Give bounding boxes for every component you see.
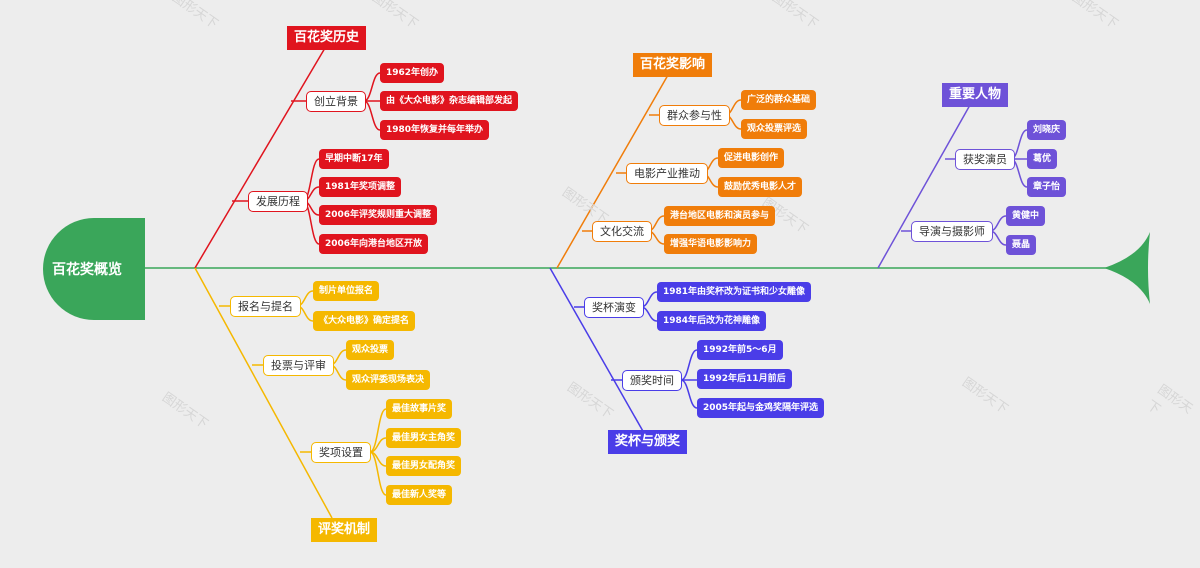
group-voting-review[interactable]: 投票与评审: [263, 355, 334, 376]
group-award-categories[interactable]: 奖项设置: [311, 442, 371, 463]
leaf-item[interactable]: 港台地区电影和演员参与: [664, 206, 776, 226]
leaf-item[interactable]: 聂晶: [1006, 235, 1037, 255]
leaf-item[interactable]: 最佳男女配角奖: [386, 456, 462, 476]
branch-influence-title[interactable]: 百花奖影响: [633, 53, 713, 77]
group-cultural-exchange[interactable]: 文化交流: [592, 221, 652, 242]
branch-people-title[interactable]: 重要人物: [942, 83, 1009, 107]
leaf-item[interactable]: 1992年后11月前后: [697, 369, 792, 389]
leaf-item[interactable]: 最佳故事片奖: [386, 399, 453, 419]
leaf-item[interactable]: 葛优: [1027, 149, 1058, 169]
leaf-item[interactable]: 观众投票评选: [741, 119, 808, 139]
group-award-actors[interactable]: 获奖演员: [955, 149, 1015, 170]
leaf-item[interactable]: 2005年起与金鸡奖隔年评选: [697, 398, 825, 418]
leaf-item[interactable]: 1984年后改为花神雕像: [657, 311, 767, 331]
leaf-item[interactable]: 鼓励优秀电影人才: [718, 177, 803, 197]
leaf-item[interactable]: 观众评委现场表决: [346, 370, 431, 390]
group-ceremony-time[interactable]: 颁奖时间: [622, 370, 682, 391]
leaf-item[interactable]: 1962年创办: [380, 63, 445, 83]
leaf-item[interactable]: 早期中断17年: [319, 149, 389, 169]
group-founding-background[interactable]: 创立背景: [306, 91, 366, 112]
group-public-participation[interactable]: 群众参与性: [659, 105, 730, 126]
leaf-item[interactable]: 由《大众电影》杂志编辑部发起: [380, 91, 519, 111]
branch-history-title[interactable]: 百花奖历史: [287, 26, 367, 50]
leaf-item[interactable]: 刘晓庆: [1027, 120, 1067, 140]
group-film-industry[interactable]: 电影产业推动: [626, 163, 708, 184]
leaf-item[interactable]: 《大众电影》确定提名: [313, 311, 416, 331]
leaf-item[interactable]: 1981年奖项调整: [319, 177, 402, 197]
leaf-item[interactable]: 最佳男女主角奖: [386, 428, 462, 448]
leaf-item[interactable]: 增强华语电影影响力: [664, 234, 758, 254]
group-trophy-evolution[interactable]: 奖杯演变: [584, 297, 644, 318]
leaf-item[interactable]: 章子怡: [1027, 177, 1067, 197]
leaf-item[interactable]: 2006年评奖规则重大调整: [319, 205, 438, 225]
leaf-item[interactable]: 最佳新人奖等: [386, 485, 453, 505]
group-registration-nomination[interactable]: 报名与提名: [230, 296, 301, 317]
people-lines: [877, 104, 1028, 269]
leaf-item[interactable]: 1992年前5～6月: [697, 340, 783, 360]
group-development-history[interactable]: 发展历程: [248, 191, 308, 212]
leaf-item[interactable]: 1981年由奖杯改为证书和少女雕像: [657, 282, 812, 302]
group-directors-cinematographers[interactable]: 导演与摄影师: [911, 221, 993, 242]
leaf-item[interactable]: 观众投票: [346, 340, 395, 360]
leaf-item[interactable]: 2006年向港台地区开放: [319, 234, 429, 254]
fish-head-title[interactable]: 百花奖概览: [43, 218, 145, 320]
leaf-item[interactable]: 黄健中: [1006, 206, 1046, 226]
leaf-item[interactable]: 广泛的群众基础: [741, 90, 817, 110]
leaf-item[interactable]: 促进电影创作: [718, 148, 785, 168]
fish-tail: [1104, 232, 1150, 304]
branch-mechanism-title[interactable]: 评奖机制: [311, 518, 378, 542]
leaf-item[interactable]: 制片单位报名: [313, 281, 380, 301]
trophy-lines: [549, 267, 698, 434]
branch-trophy-title[interactable]: 奖杯与颁奖: [608, 430, 688, 454]
leaf-item[interactable]: 1980年恢复并每年举办: [380, 120, 490, 140]
